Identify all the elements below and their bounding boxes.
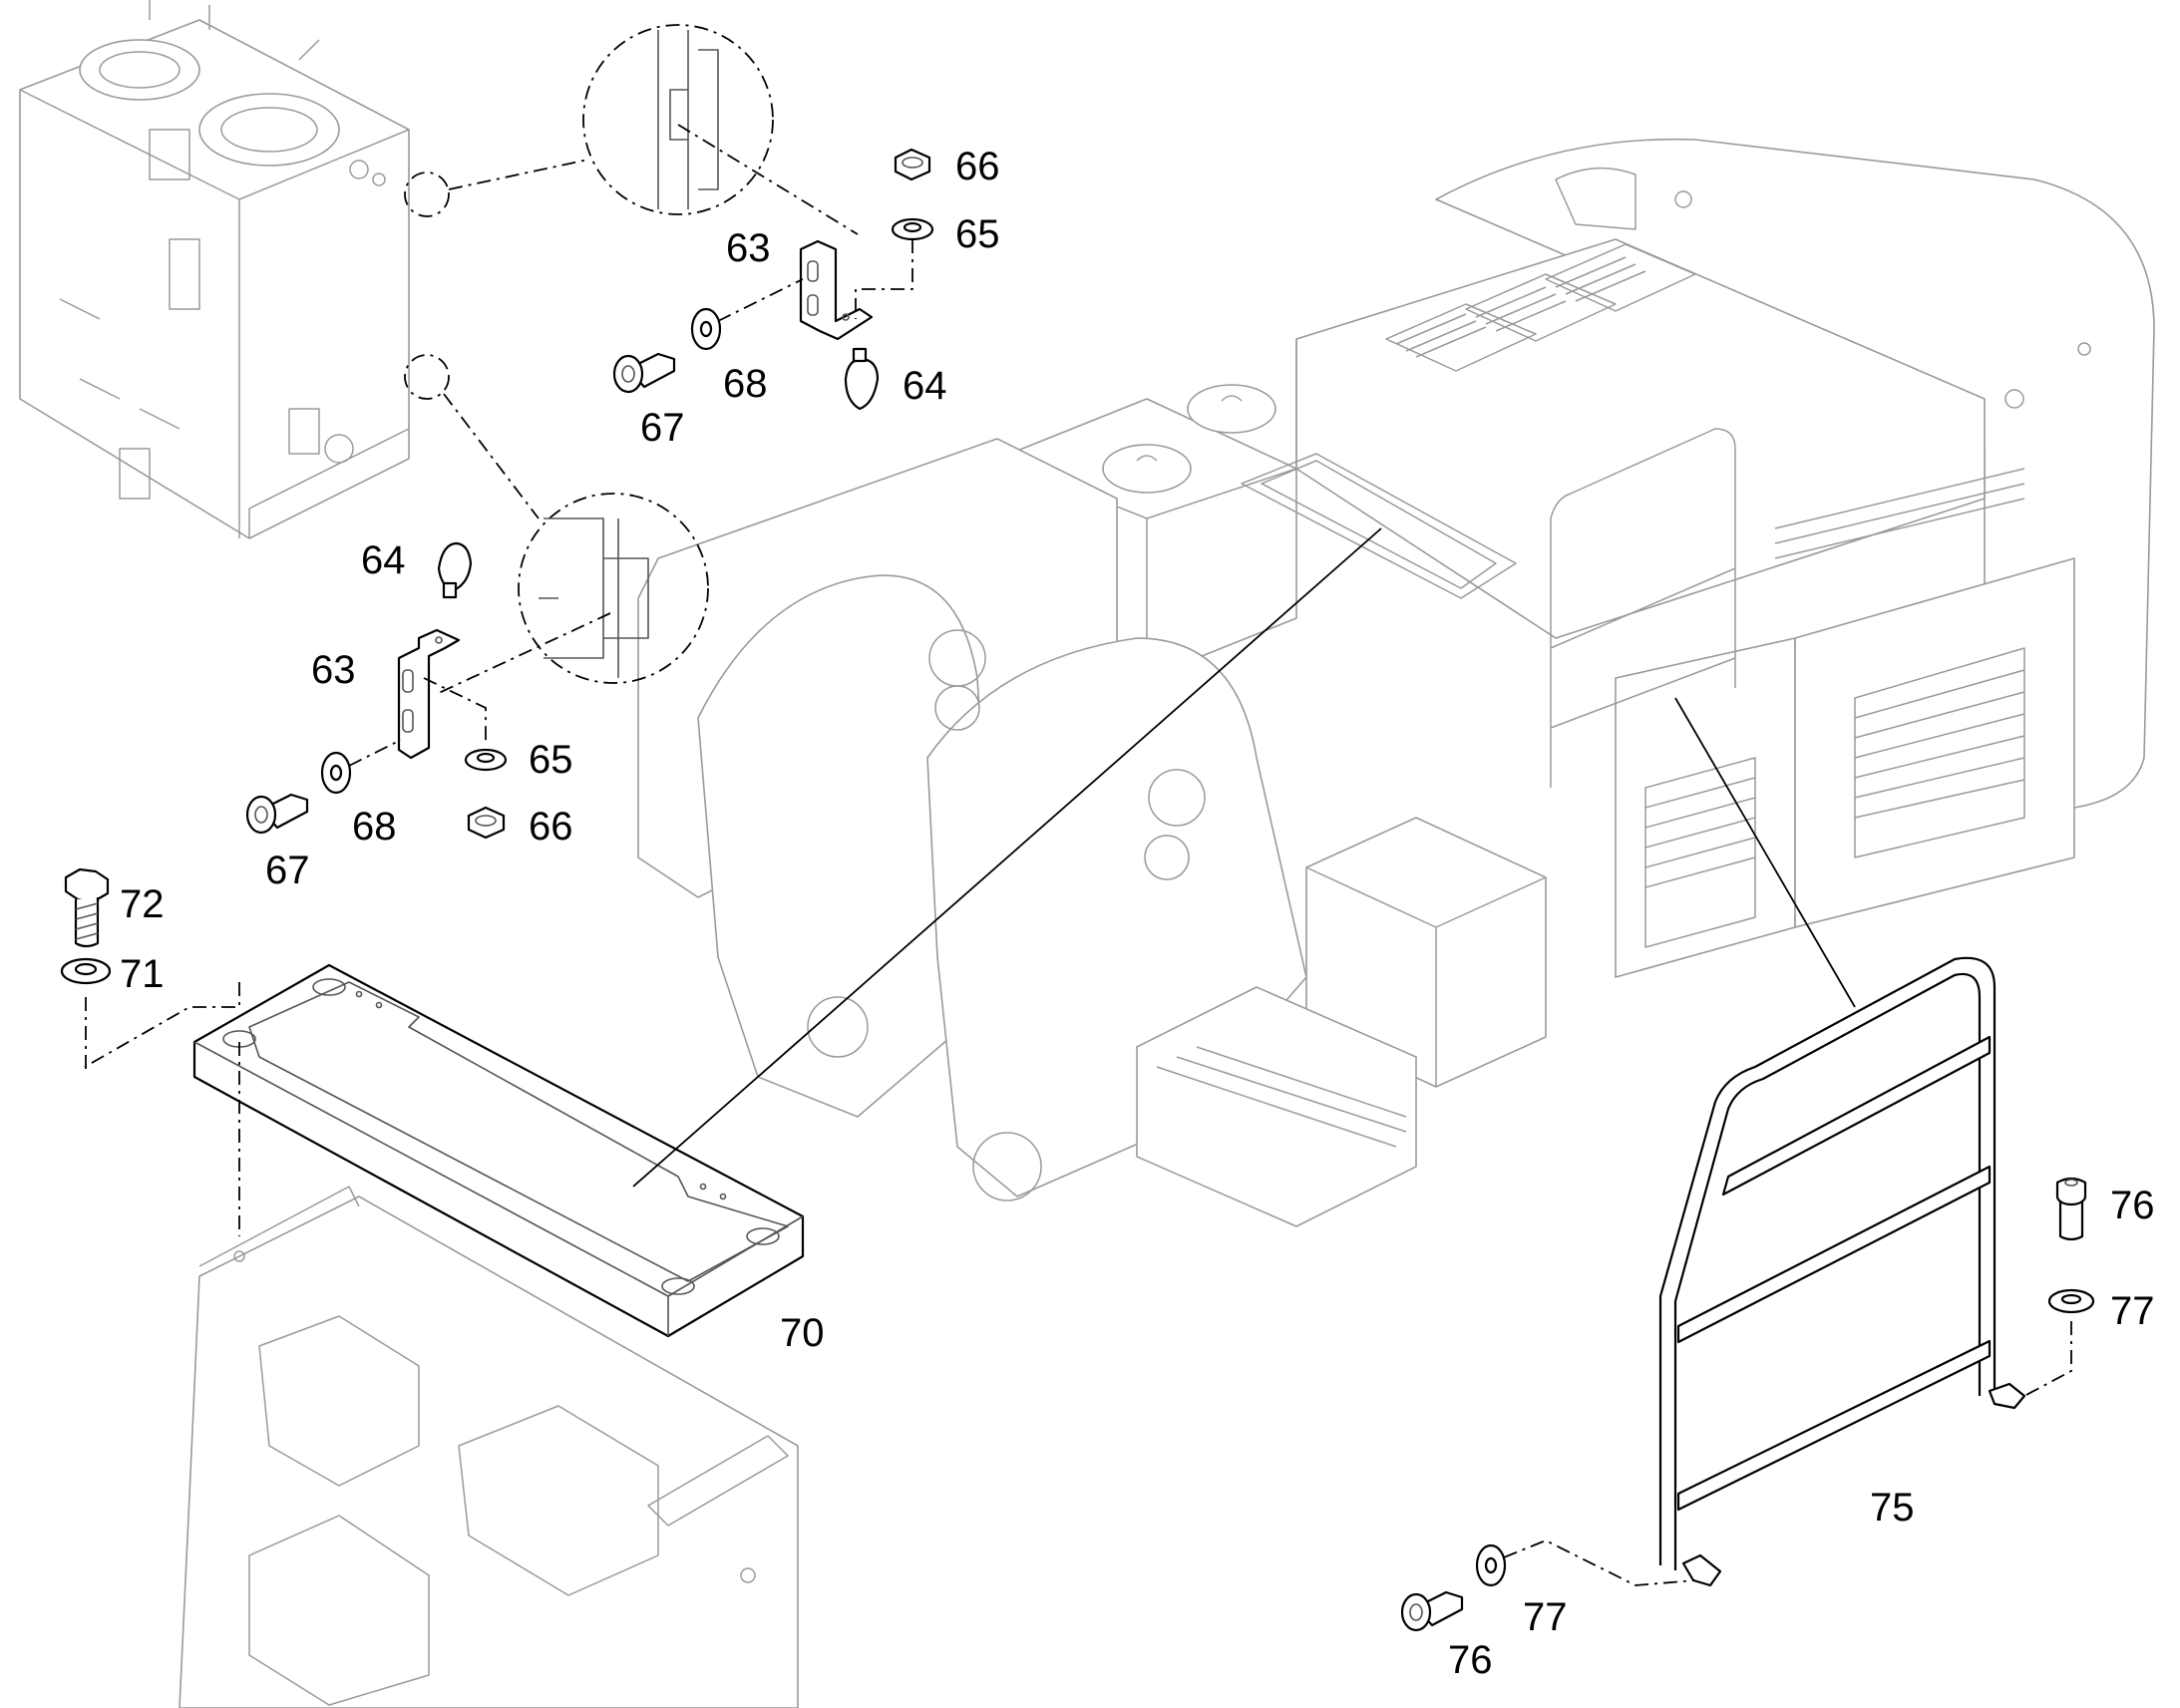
rubber-cushion-icon (437, 541, 473, 599)
washer-icon (891, 217, 934, 241)
hex-bolt-icon (64, 867, 110, 948)
handrail-icon (1658, 956, 2026, 1587)
washer-icon (320, 751, 352, 795)
callout-76: 76 (1448, 1638, 1493, 1682)
washer-icon (690, 307, 722, 351)
socket-cap-screw-icon (1400, 1590, 1464, 1632)
callout-68: 68 (723, 362, 768, 406)
rubber-cushion-icon (844, 347, 880, 411)
upper-bracket-assembly (612, 148, 934, 411)
callout-65: 65 (955, 212, 1000, 256)
socket-cap-screw-icon (2055, 1177, 2087, 1241)
bracket-icon (397, 628, 461, 760)
callout-71: 71 (120, 952, 165, 996)
callout-68: 68 (352, 805, 397, 849)
callout-77: 77 (1523, 1595, 1568, 1639)
callout-70: 70 (780, 1311, 825, 1355)
handrail-assembly (1400, 697, 2095, 1632)
hex-nut-icon (894, 148, 931, 181)
washer-icon (1475, 1543, 1507, 1587)
callout-76: 76 (2110, 1184, 2155, 1227)
hex-nut-icon (467, 806, 506, 840)
callout-64: 64 (903, 364, 947, 408)
callout-66: 66 (955, 145, 1000, 188)
detail-view-upper (404, 24, 859, 235)
callout-65: 65 (529, 738, 573, 782)
callout-67: 67 (265, 849, 310, 892)
washer-icon (2047, 1288, 2095, 1314)
callout-67: 67 (640, 406, 685, 450)
callout-77: 77 (2110, 1289, 2155, 1333)
callout-labels: 66 65 63 68 64 67 64 63 65 68 66 67 72 7… (120, 145, 2155, 1682)
excavator-upper-structure (637, 138, 2155, 1227)
bracket-icon (799, 239, 874, 341)
control-valve-block (19, 0, 410, 539)
callout-63: 63 (311, 648, 356, 692)
cover-plate-assembly (60, 527, 1382, 1338)
detail-view-lower (404, 354, 709, 694)
cover-plate-icon (192, 963, 805, 1338)
callout-72: 72 (120, 882, 165, 926)
lower-bracket-assembly (245, 541, 508, 840)
callout-66: 66 (529, 805, 573, 849)
callout-64: 64 (361, 538, 406, 582)
callout-63: 63 (726, 226, 771, 270)
washer-icon (60, 957, 112, 985)
socket-cap-screw-icon (245, 793, 309, 835)
frame-section (179, 1186, 799, 1708)
callout-75: 75 (1870, 1486, 1915, 1530)
socket-cap-screw-icon (612, 352, 676, 394)
washer-icon (464, 748, 508, 772)
